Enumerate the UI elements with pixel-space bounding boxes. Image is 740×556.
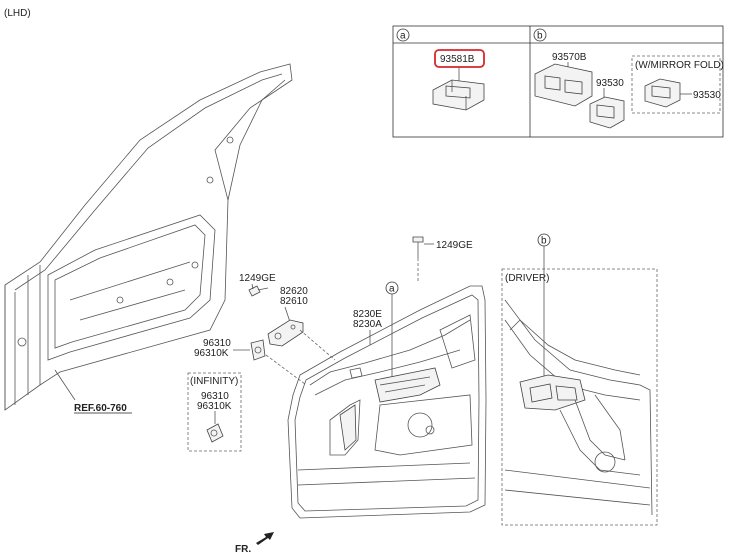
variant-label: (LHD) <box>4 8 31 19</box>
part-82610[interactable]: 82610 <box>280 296 308 307</box>
infinity-part-96310[interactable]: 96310 <box>201 391 229 402</box>
infinity-label: (INFINITY) <box>190 376 238 387</box>
tweeter <box>250 339 266 361</box>
part-96310[interactable]: 96310 <box>203 338 231 349</box>
bolt-top <box>412 236 424 258</box>
infinity-tweeter <box>206 423 224 443</box>
part-96310K[interactable]: 96310K <box>194 348 229 359</box>
legend-table: a b 93581B 93570B 93530 (W/MIRROR FOLD) <box>392 25 724 138</box>
part-82620[interactable]: 82620 <box>280 286 308 297</box>
mirror-fold-switch <box>644 78 681 108</box>
front-arrow-icon <box>256 532 274 545</box>
part-93530-b[interactable]: 93530 <box>596 78 624 89</box>
legend-marker-a: a <box>400 31 406 42</box>
callout-b-panel: b <box>541 236 547 247</box>
window-switch-a <box>432 79 485 111</box>
callout-b-circle <box>533 28 547 42</box>
mirror-fold-label: (W/MIRROR FOLD) <box>635 60 724 71</box>
driver-label: (DRIVER) <box>505 273 549 284</box>
window-switch-b <box>534 63 593 107</box>
infinity-box <box>187 372 242 452</box>
part-1249GE-left[interactable]: 1249GE <box>239 273 276 284</box>
door-trim-panel <box>287 285 487 519</box>
infinity-part-96310K[interactable]: 96310K <box>197 401 232 412</box>
legend-marker-b: b <box>537 31 543 42</box>
callout-a-panel: a <box>389 284 395 295</box>
inside-handle <box>267 319 304 347</box>
bolt-left <box>248 285 269 297</box>
highlight-box <box>434 49 485 68</box>
mirror-fold-box <box>631 55 721 114</box>
part-1249GE-top[interactable]: 1249GE <box>436 240 473 251</box>
door-frame <box>4 63 293 411</box>
part-8230E[interactable]: 8230E <box>353 309 382 320</box>
part-93530-mirror[interactable]: 93530 <box>693 90 721 101</box>
ref-label[interactable]: REF.60-760 <box>74 403 127 414</box>
front-direction-label: FR. <box>235 544 251 555</box>
driver-door-detail <box>504 299 653 516</box>
part-93581B[interactable]: 93581B <box>440 54 475 65</box>
driver-box <box>501 268 658 526</box>
small-switch-b <box>589 96 625 129</box>
callout-a-circle <box>396 28 410 42</box>
part-8230A[interactable]: 8230A <box>353 319 382 330</box>
part-93570B[interactable]: 93570B <box>552 52 587 63</box>
